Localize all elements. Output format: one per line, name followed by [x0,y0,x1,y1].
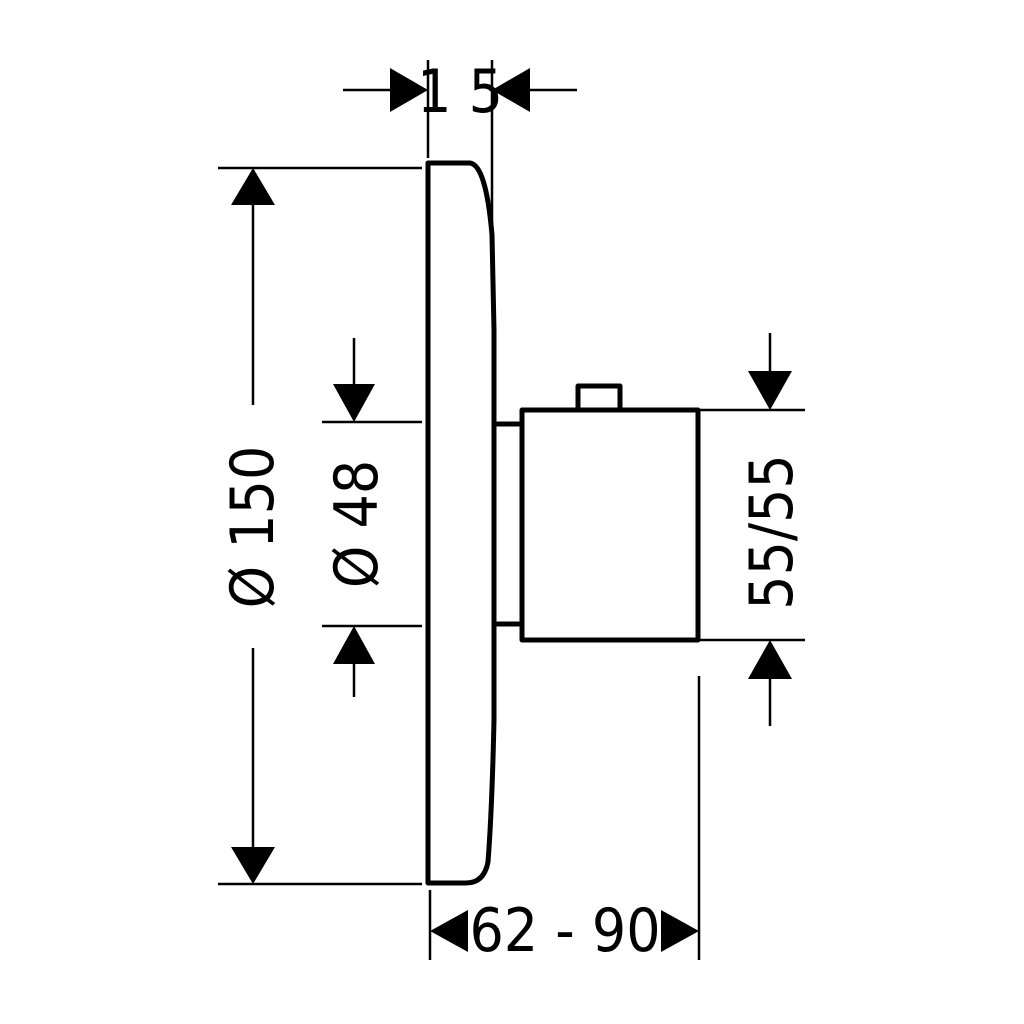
arrowhead-up [231,168,275,205]
depth-label: 1 5 [417,57,503,127]
knob-size-label: 55/55 [737,454,807,610]
cover-plate [425,160,497,886]
knob-cap [575,383,623,410]
arrowhead-right [390,68,428,112]
arrowhead-left [430,910,468,952]
arrowhead-right [661,910,699,952]
projection-label: 62 - 90 [469,896,660,966]
dimension-knob-size: 55/55 [700,333,807,726]
arrowhead-up [748,640,792,679]
hole-diameter-label: Ø 48 [322,460,392,588]
arrowhead-down [748,371,792,410]
part-outline [425,160,701,886]
arrowhead-up [333,626,375,664]
plate-diameter-label: Ø 150 [218,446,288,609]
dimension-hole-diameter: Ø 48 [322,338,422,697]
dimension-projection: 62 - 90 [428,676,701,966]
dimension-depth: 1 5 [343,57,577,240]
dimension-plate-diameter: Ø 150 [218,166,422,886]
arrowhead-down [231,847,275,884]
arrowhead-down [333,384,375,422]
knob-body [519,407,701,643]
neck [494,421,522,627]
arrowhead-left [492,68,530,112]
